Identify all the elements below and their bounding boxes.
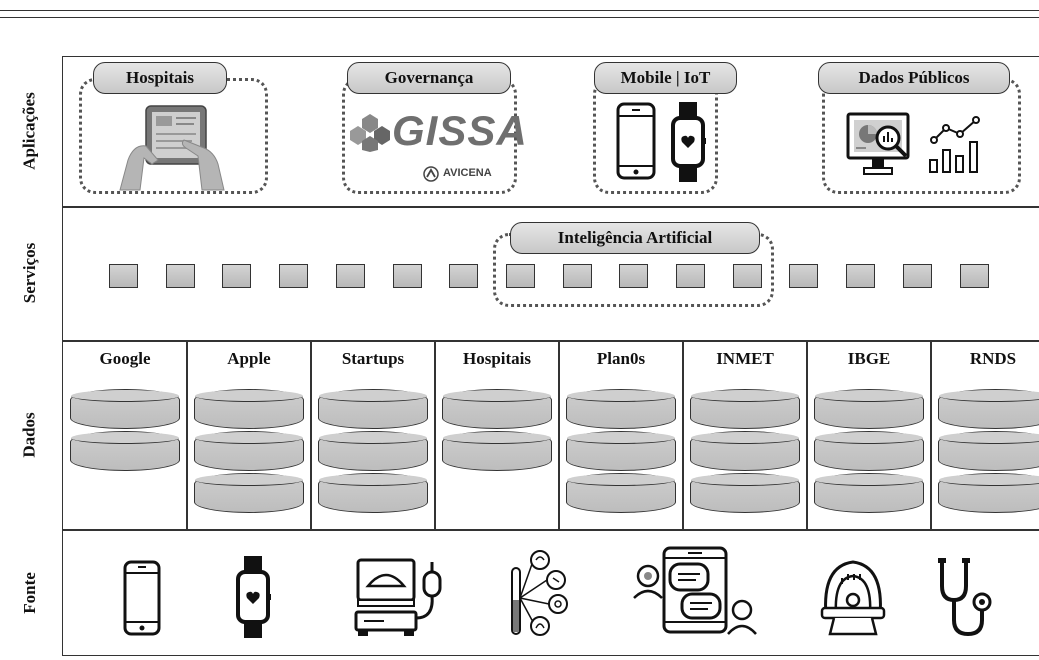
mobile-iot-app-pill: Mobile | IoT xyxy=(594,62,737,94)
database-cylinder xyxy=(70,431,180,471)
smartwatch-icon xyxy=(671,102,706,182)
database-cylinder xyxy=(70,389,180,429)
database-cylinder xyxy=(814,389,924,429)
service-box xyxy=(449,264,479,288)
source-apple-label: Apple xyxy=(227,349,271,368)
column-divider xyxy=(186,340,188,529)
database-cylinder xyxy=(318,431,428,471)
database-cylinder xyxy=(194,473,304,513)
analytics-monitor-icon xyxy=(846,112,910,175)
database-cylinder xyxy=(318,389,428,429)
dados-publicos-app-pill: Dados Públicos xyxy=(818,62,1010,94)
column-divider xyxy=(558,340,560,529)
database-cylinder xyxy=(566,431,676,471)
database-cylinder xyxy=(814,473,924,513)
source-rnds-label: RNDS xyxy=(969,349,1017,368)
gissa-logo-text: GISSA xyxy=(392,107,528,154)
source-startups-label: Startups xyxy=(341,349,405,368)
ultrasound-machine-icon xyxy=(354,558,442,636)
tablet-hands-icon xyxy=(119,105,225,191)
service-box xyxy=(732,264,762,288)
gissa-flower-icon xyxy=(350,114,390,152)
database-cylinder xyxy=(690,431,800,471)
service-box xyxy=(902,264,932,288)
service-box xyxy=(562,264,592,288)
service-box xyxy=(619,264,649,288)
database-cylinder xyxy=(690,389,800,429)
service-box xyxy=(676,264,705,288)
column-divider xyxy=(930,340,932,529)
service-box xyxy=(392,264,422,288)
service-box xyxy=(109,264,138,288)
hospitais-app-pill: Hospitais xyxy=(93,62,227,94)
service-box xyxy=(279,264,309,288)
database-cylinder xyxy=(938,431,1039,471)
top-rule-2 xyxy=(0,17,1039,18)
row-label-dados: Dados xyxy=(19,411,39,458)
diagram-frame xyxy=(62,56,1039,656)
database-cylinder xyxy=(442,389,552,429)
source-google-label: Google xyxy=(99,349,151,368)
row-separator xyxy=(62,529,1039,531)
database-cylinder xyxy=(318,473,428,513)
database-cylinder xyxy=(690,473,800,513)
database-cylinder xyxy=(194,431,304,471)
service-box xyxy=(789,264,819,288)
database-cylinder xyxy=(566,473,676,513)
row-label-fonte: Fonte xyxy=(19,571,39,614)
service-box xyxy=(505,264,535,288)
stethoscope-icon xyxy=(938,558,992,637)
column-divider xyxy=(682,340,684,529)
top-rule-1 xyxy=(0,10,1039,11)
mri-scanner-icon xyxy=(820,560,886,636)
smartphone-icon xyxy=(616,102,656,180)
database-cylinder xyxy=(814,431,924,471)
smartwatch-icon xyxy=(236,556,271,638)
telemedicine-chat-icon xyxy=(633,546,757,635)
source-plan0s-label: Plan0s xyxy=(596,349,646,368)
column-divider xyxy=(310,340,312,529)
database-cylinder xyxy=(194,389,304,429)
database-cylinder xyxy=(566,389,676,429)
database-cylinder xyxy=(938,473,1039,513)
column-divider xyxy=(806,340,808,529)
row-separator xyxy=(62,340,1039,342)
source-inmet-label: INMET xyxy=(716,349,774,368)
avicena-logo-icon xyxy=(423,166,439,182)
service-box xyxy=(165,264,195,288)
governanca-app-pill: Governança xyxy=(347,62,511,94)
avicena-logo-text: AVICENA xyxy=(443,167,492,179)
database-cylinder xyxy=(442,431,552,471)
service-box xyxy=(335,264,365,288)
column-divider xyxy=(434,340,436,529)
smartphone-icon xyxy=(123,560,161,636)
row-label-aplicacoes: Aplicações xyxy=(20,92,39,170)
ai-services-pill: Inteligência Artificial xyxy=(510,222,760,254)
row-separator xyxy=(62,206,1039,208)
service-box xyxy=(846,264,876,288)
service-box xyxy=(222,264,252,288)
bar-trend-chart-icon xyxy=(929,116,980,173)
lab-tests-icon xyxy=(511,550,568,636)
database-cylinder xyxy=(938,389,1039,429)
row-label-servicos: Serviços xyxy=(20,242,39,304)
service-box xyxy=(959,264,989,288)
source-ibge-label: IBGE xyxy=(847,349,891,368)
source-hospitais-label: Hospitais xyxy=(462,349,532,368)
